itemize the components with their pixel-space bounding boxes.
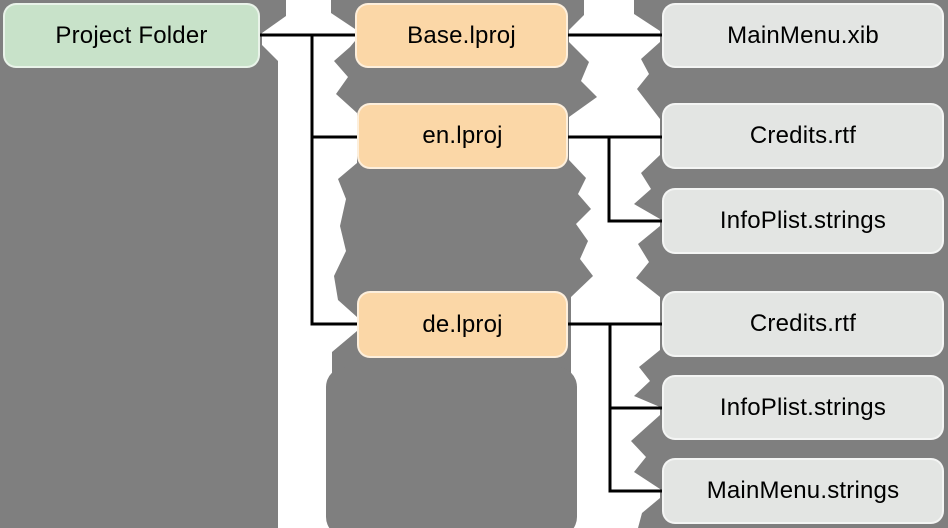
hidden-content-panel [326, 367, 577, 528]
node-project-folder: Project Folder [3, 3, 260, 68]
node-credits-rtf-de: Credits.rtf [662, 291, 944, 357]
node-credits-rtf-en: Credits.rtf [662, 103, 944, 169]
node-infoplist-strings-de: InfoPlist.strings [662, 375, 944, 440]
node-en-lproj: en.lproj [357, 103, 568, 169]
node-de-lproj: de.lproj [357, 291, 568, 358]
node-mainmenu-xib: MainMenu.xib [662, 3, 944, 68]
connector-lines [258, 33, 664, 493]
node-infoplist-strings-en: InfoPlist.strings [662, 188, 944, 254]
torn-gap-right [569, 0, 660, 528]
torn-gap-left [262, 0, 357, 528]
node-mainmenu-strings: MainMenu.strings [662, 458, 944, 524]
node-base-lproj: Base.lproj [355, 3, 568, 68]
